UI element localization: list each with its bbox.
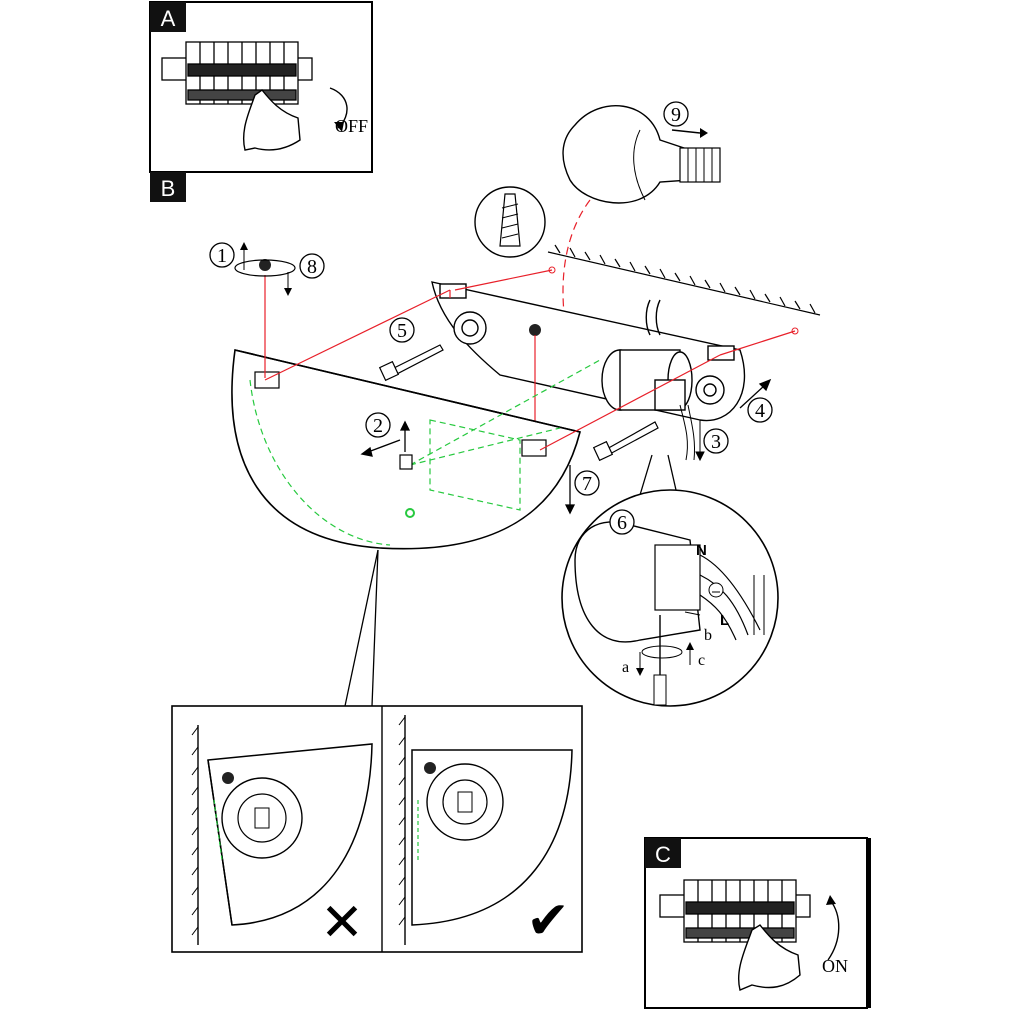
step-4-number: 4	[755, 400, 765, 422]
comparison-panel: ✕ ✔	[171, 705, 583, 953]
step-6-number: 6	[617, 512, 627, 534]
sub-step-b: b	[704, 627, 712, 644]
wiring-detail	[561, 489, 779, 707]
step-9-number: 9	[671, 104, 681, 126]
down-arrow-icon	[564, 465, 576, 515]
panel-c-label-box	[645, 838, 681, 868]
step-2-badge	[365, 412, 391, 438]
rotate-up-arrow-icon	[827, 899, 840, 961]
wrong-mark-icon: ✕	[320, 893, 364, 953]
glass-shade	[231, 349, 601, 550]
bulb-icon	[562, 105, 721, 204]
step-8-badge	[299, 253, 325, 279]
panel-c-label: C	[655, 842, 671, 867]
step-1-number: 1	[217, 245, 227, 267]
screw-icon	[378, 344, 659, 462]
hand-icon	[737, 924, 801, 991]
step-7-number: 7	[582, 473, 592, 495]
wrong-installation: ✕	[191, 725, 373, 953]
panel-c-action: ON	[822, 956, 848, 976]
sub-step-a: a	[622, 659, 629, 676]
correct-mark-icon: ✔	[526, 891, 570, 951]
panel-a-label: A	[161, 6, 176, 31]
step-7-badge	[574, 470, 600, 496]
step-3-number: 3	[711, 431, 721, 453]
step-5-badge	[389, 317, 415, 343]
panel-a-label-box	[150, 2, 186, 32]
step-3-badge	[703, 428, 729, 454]
wires-icon	[679, 404, 705, 462]
hand-icon	[243, 89, 301, 151]
step-1-badge	[209, 242, 235, 268]
wall-plug-detail	[474, 186, 546, 258]
cap-screw-icon	[259, 259, 271, 271]
ground-symbol-icon	[708, 582, 724, 598]
step-6-badge	[609, 509, 635, 535]
lamp-socket-icon	[601, 349, 693, 411]
wall-hatching	[547, 244, 821, 316]
sub-step-c: c	[698, 652, 705, 669]
panel-b-label-box	[150, 172, 186, 202]
wire-live-label: L	[720, 612, 729, 629]
panel-c: C ON	[644, 837, 871, 1009]
mounting-lines	[264, 269, 796, 451]
step-2-number: 2	[373, 415, 383, 437]
bulb-path-line	[562, 199, 591, 371]
panel-a-action: OFF	[335, 116, 368, 136]
wire-neutral-label: N	[696, 542, 707, 559]
correct-installation: ✔	[398, 715, 573, 951]
step-5-number: 5	[397, 320, 407, 342]
step-4-badge	[747, 397, 773, 423]
push-arrow-icon	[739, 378, 772, 409]
breaker-icon	[659, 879, 811, 943]
step-1-8-group	[234, 242, 296, 296]
mounting-plate	[431, 281, 746, 422]
pull-arrow-icon	[671, 129, 701, 134]
step-2-arrows-icon	[360, 420, 411, 457]
step-9-badge	[663, 101, 689, 127]
step-8-number: 8	[307, 256, 317, 278]
fixing-screw-icon	[529, 324, 541, 336]
breaker-icon	[161, 41, 313, 105]
panel-b-label: B	[161, 176, 176, 201]
panel-a: A OFF	[149, 1, 373, 173]
